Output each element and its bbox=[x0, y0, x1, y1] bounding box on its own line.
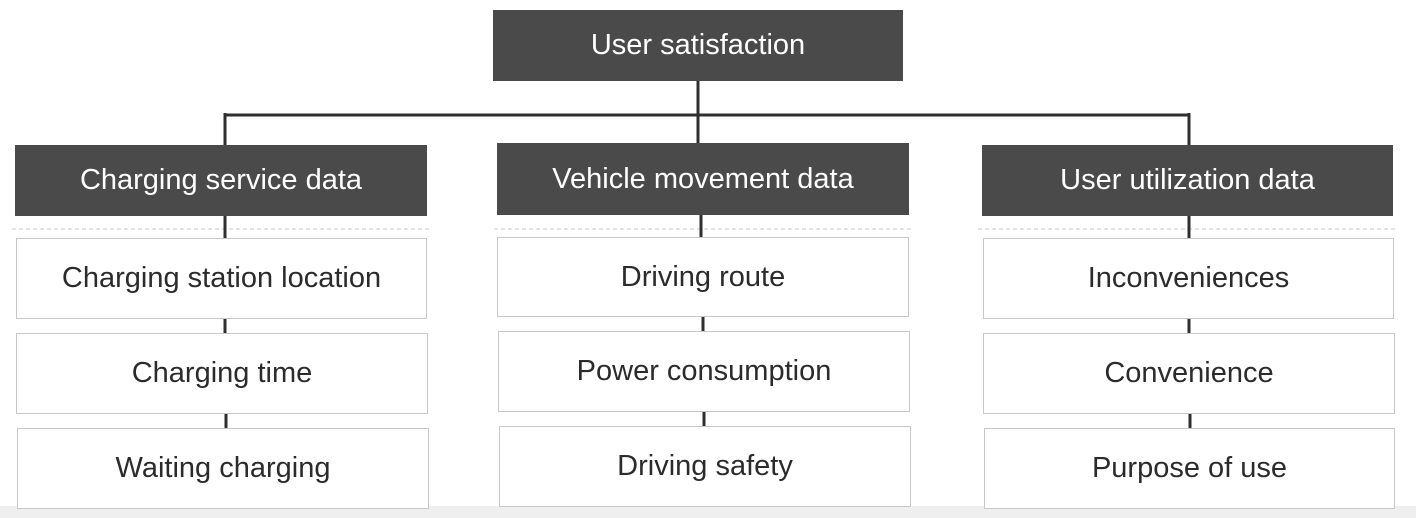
root-node-user-satisfaction: User satisfaction bbox=[493, 10, 903, 81]
item-charging-station-location: Charging station location bbox=[16, 238, 427, 319]
item-inconveniences: Inconveniences bbox=[983, 238, 1394, 319]
item-driving-route: Driving route bbox=[497, 237, 909, 317]
item-charging-time: Charging time bbox=[16, 333, 428, 414]
item-convenience: Convenience bbox=[983, 333, 1395, 414]
bottom-band bbox=[0, 506, 1416, 518]
category-user-utilization-data: User utilization data bbox=[982, 145, 1393, 216]
category-vehicle-movement-data: Vehicle movement data bbox=[497, 143, 909, 215]
item-power-consumption: Power consumption bbox=[498, 331, 910, 412]
item-driving-safety: Driving safety bbox=[499, 426, 911, 507]
item-purpose-of-use: Purpose of use bbox=[984, 428, 1395, 509]
item-waiting-charging: Waiting charging bbox=[17, 428, 429, 509]
category-charging-service-data: Charging service data bbox=[15, 145, 427, 216]
